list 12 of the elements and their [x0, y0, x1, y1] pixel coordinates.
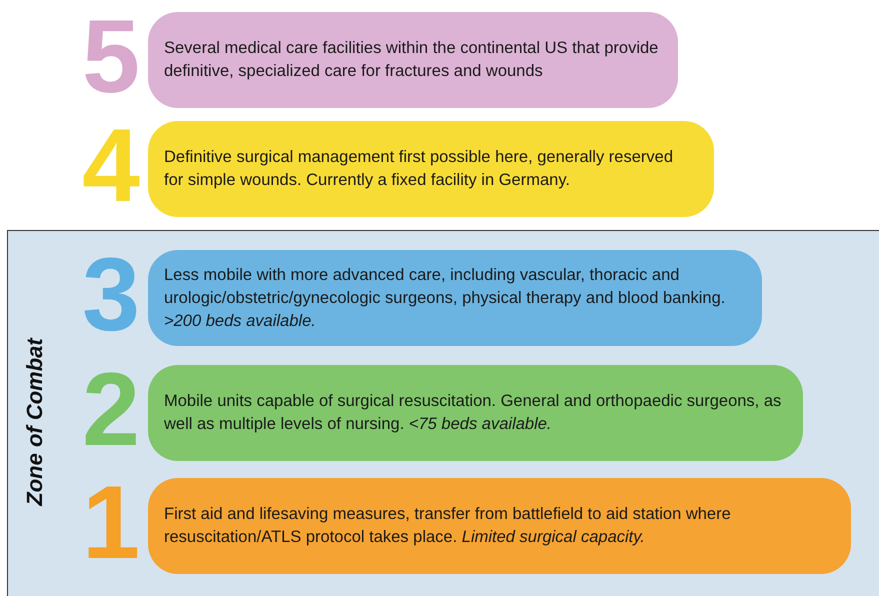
tier-number: 3 [81, 240, 141, 350]
zone-panel [7, 230, 879, 596]
tier-description: Definitive surgical management first possible here, generally reserved for simple wounds. Currently a fixed facility in Germany. [164, 147, 674, 191]
tier-description: Less mobile with more advanced care, including vascular, thoracic and urologic/obstetric/gynecologic surgeons, physical therapy and blood banking. >200 beds available. [164, 264, 726, 332]
zone-label: Zone of Combat [22, 336, 48, 508]
tier-number: 2 [81, 355, 141, 465]
tier-description: Several medical care facilities within the continental US that provide definitive, specialized care for fractures and wounds [164, 38, 660, 82]
tier-description: Mobile units capable of surgical resuscitation. General and orthopaedic surgeons, as well as multiple levels of nursing. <75 beds available. [164, 391, 782, 435]
tier-number: 4 [81, 111, 141, 221]
tier-number: 1 [81, 468, 141, 578]
tier-number: 5 [81, 2, 141, 112]
tier-description: First aid and lifesaving measures, transfer from battlefield to aid station where resuscitation/ATLS protocol takes place. Limited surgical capacity. [164, 504, 732, 548]
